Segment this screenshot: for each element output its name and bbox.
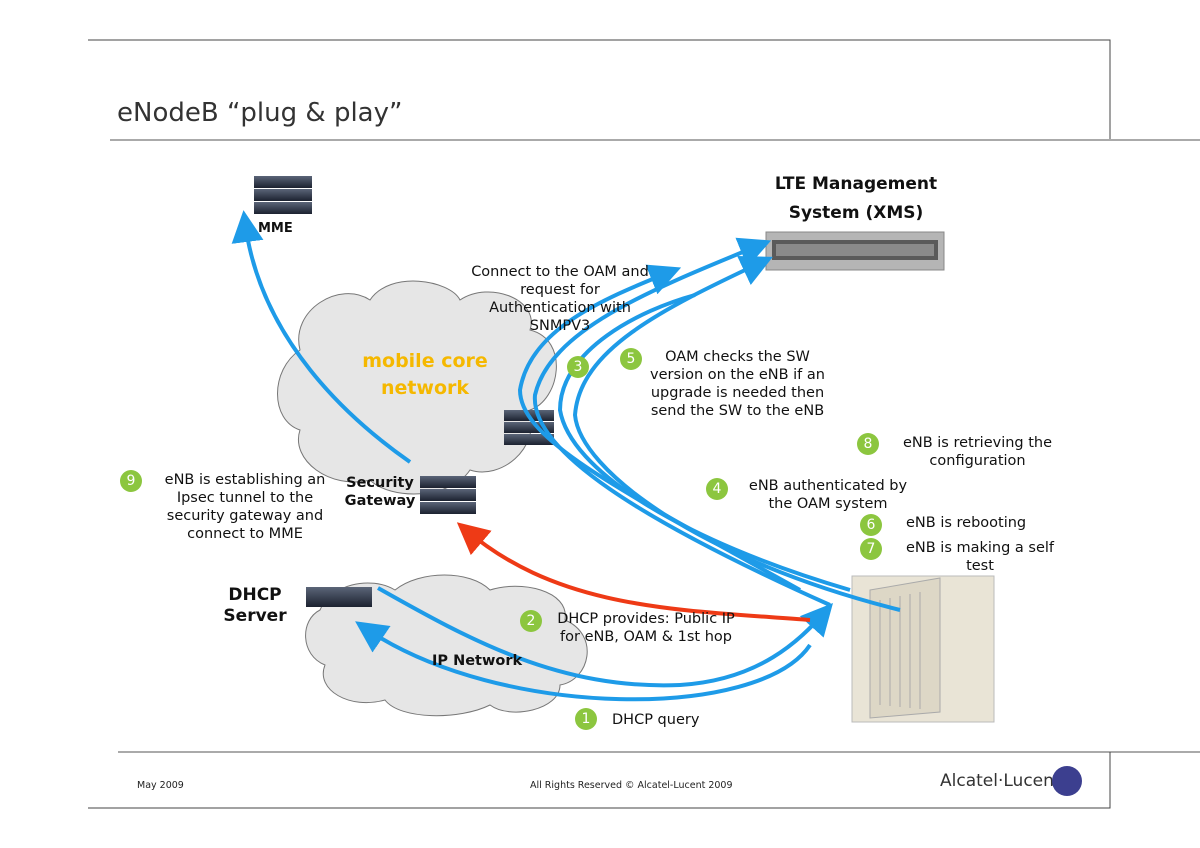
step-text-6: eNB is rebooting [906,515,1027,531]
mme-label: MME [258,221,293,236]
step-text-4: eNB authenticated by the OAM system [748,478,908,512]
flow-arrows [231,210,901,702]
step-badge-2: 2 [520,610,542,632]
slide-frame [88,39,1200,809]
step-text-5: OAM checks the SW version on the eNB if … [650,349,825,419]
step-badge-1: 1 [575,708,597,730]
dhcp-server-label: DHCP Server [223,585,287,626]
alcatel-lucent-logo-icon [1052,766,1082,796]
step-badge-4: 4 [706,478,728,500]
xms-server-icon [765,231,945,271]
step-text-2: DHCP provides: Public IP for eNB, OAM & … [557,611,735,645]
mme-server-icon [254,176,312,214]
step-text-8: eNB is retrieving the configuration [902,435,1053,469]
step-text-1: DHCP query [612,712,700,728]
step-badge-9: 9 [120,470,142,492]
security-gateway-server-icon [420,476,476,514]
step-badge-6: 6 [860,514,882,536]
alcatel-lucent-logo-text: Alcatel·Lucent [940,771,1061,791]
step-text-9: eNB is establishing an Ipsec tunnel to t… [164,472,326,542]
step-badge-7: 7 [860,538,882,560]
step-badge-8: 8 [857,433,879,455]
red-arrow [456,522,811,622]
footer-copyright: All Rights Reserved © Alcatel-Lucent 200… [530,780,733,791]
mobile-core-label: mobile core network [362,350,488,399]
step-badge-3: 3 [567,356,589,378]
footer-date: May 2009 [137,780,184,791]
xms-label: LTE Management System (XMS) [774,174,938,223]
ip-network-cloud [305,574,588,717]
security-gateway-label: Security Gateway [344,475,416,509]
enodeb-cabinet-icon [851,575,995,723]
step-text-3: Connect to the OAM and request for Authe… [471,264,649,334]
step-text-7: eNB is making a self test [905,540,1055,574]
page-title: eNodeB “plug & play” [117,98,403,128]
step-badge-5: 5 [620,348,642,370]
ip-network-label: IP Network [432,653,523,669]
dhcp-server-icon [306,587,372,607]
